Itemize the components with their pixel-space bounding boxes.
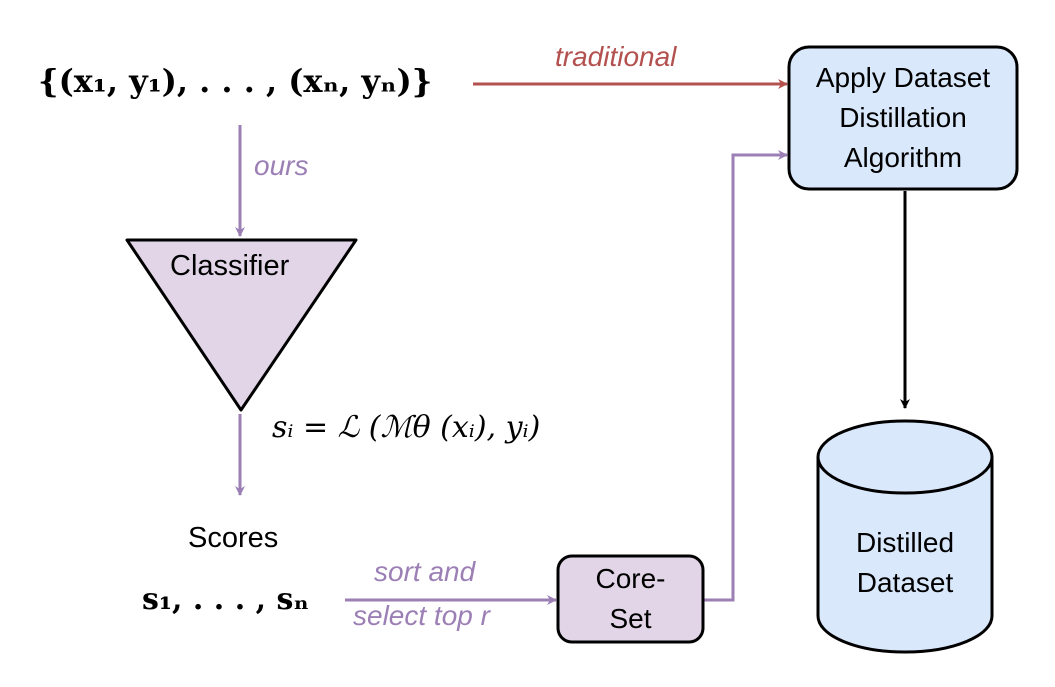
dataset-label-line1: Distilled: [855, 527, 955, 558]
coreset-label: Core- Set: [558, 559, 703, 639]
algorithm-label-line1: Apply Dataset: [815, 62, 991, 93]
dataset-cylinder: [816, 419, 994, 654]
algorithm-label: Apply Dataset Distillation Algorithm: [789, 58, 1017, 178]
coreset-box: [556, 554, 705, 644]
algorithm-label-line2: Distillation: [839, 102, 967, 133]
algorithm-box: [787, 45, 1019, 191]
coreset-label-line1: Core-: [595, 563, 666, 594]
sort-select-label-line1: sort and: [374, 556, 476, 587]
score-formula: sᵢ = ℒ (ℳθ (xᵢ), yᵢ): [272, 410, 541, 445]
dataset-label: Distilled Dataset: [818, 523, 992, 603]
ours-label: ours: [254, 150, 309, 181]
sort-select-label-line2: select top r: [353, 600, 490, 631]
input-set-formula: {(x₁, y₁), . . . , (xₙ, yₙ)}: [38, 62, 433, 100]
traditional-label: traditional: [555, 41, 677, 72]
coreset-to-algorithm-arrow: [703, 150, 788, 602]
classifier-triangle: [125, 238, 358, 412]
scores-values: s₁, . . . , sₙ: [142, 582, 309, 617]
dataset-label-line2: Dataset: [856, 567, 954, 598]
coreset-label-line2: Set: [609, 603, 652, 634]
classifier-label: Classifier: [170, 250, 290, 282]
scores-label: Scores: [188, 522, 279, 554]
algorithm-label-line3: Algorithm: [843, 142, 963, 173]
